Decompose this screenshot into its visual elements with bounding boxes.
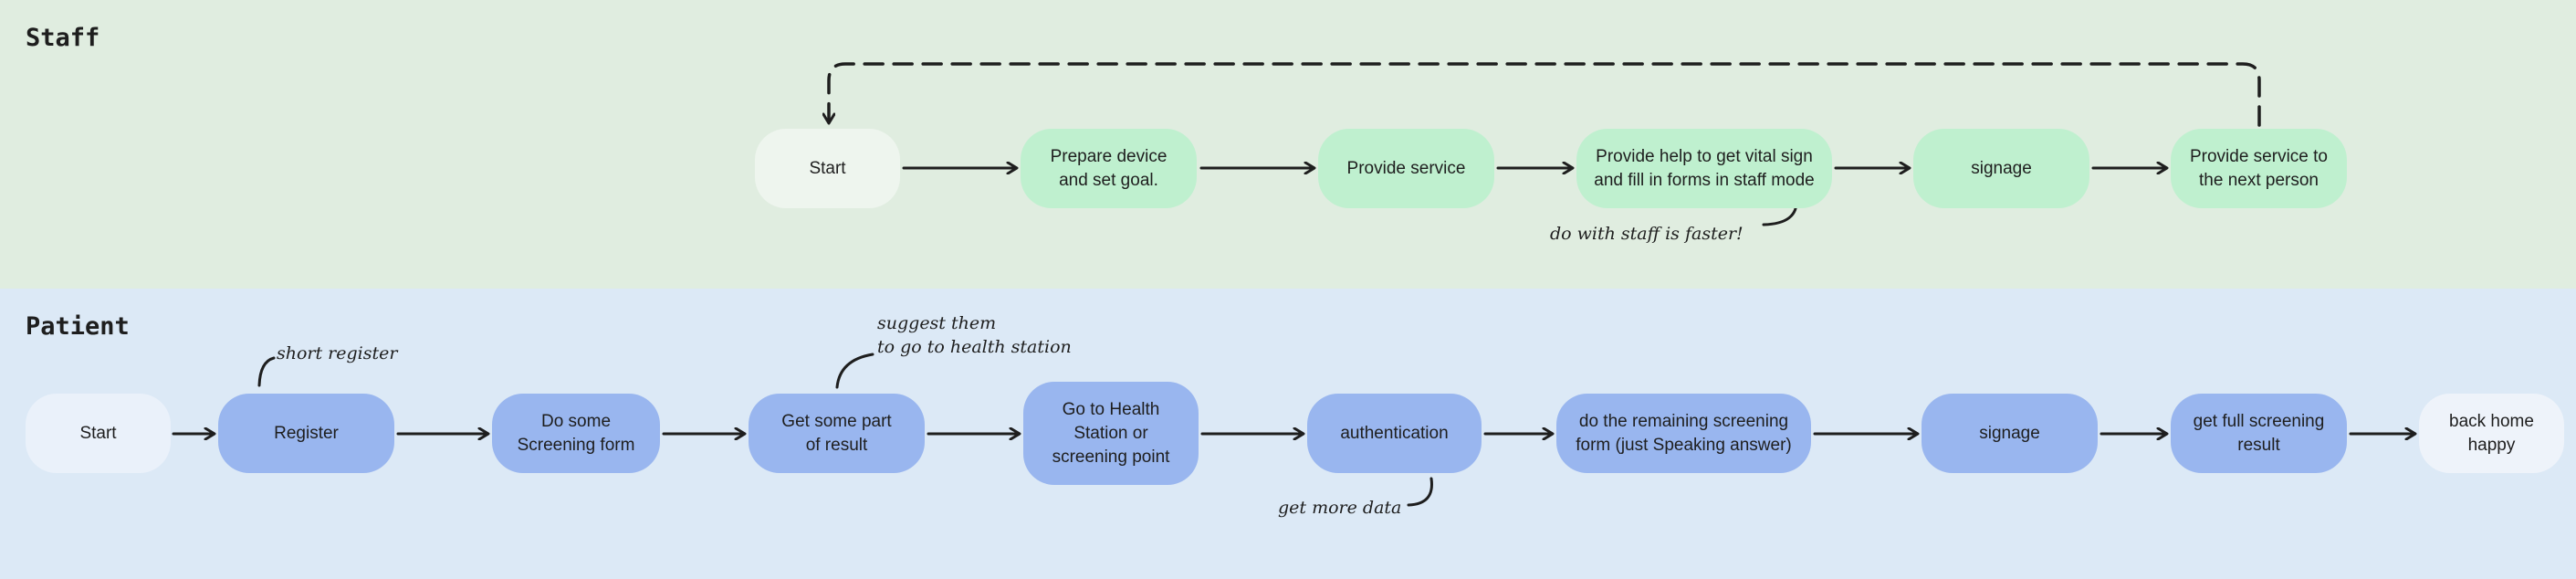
patient-lane-title: Patient — [26, 312, 130, 341]
patient-back-home-node: back home happy — [2419, 394, 2564, 473]
patient-start-node: Start — [26, 394, 171, 473]
patient-signage-node: signage — [1922, 394, 2098, 473]
result-note: suggest them to go to health station — [877, 313, 1072, 357]
staff-loop-arrow — [829, 62, 2261, 127]
staff-note: do with staff is faster! — [1550, 224, 1744, 244]
staff-lane: Staff — [0, 0, 2576, 289]
staff-lane-title: Staff — [26, 24, 100, 52]
patient-screening-form-node: Do some Screening form — [492, 394, 660, 473]
patient-authentication-node: authentication — [1307, 394, 1482, 473]
register-note-connector — [257, 356, 276, 387]
result-note-connector — [835, 353, 874, 389]
staff-provide-service-node: Provide service — [1318, 129, 1494, 208]
patient-register-node: Register — [218, 394, 394, 473]
patient-full-result-node: get full screening result — [2171, 394, 2347, 473]
patient-remaining-screening-node: do the remaining screening form (just Sp… — [1556, 394, 1811, 473]
patient-health-station-node: Go to Health Station or screening point — [1023, 382, 1199, 485]
staff-signage-node: signage — [1913, 129, 2089, 208]
patient-partial-result-node: Get some part of result — [749, 394, 925, 473]
auth-note-connector — [1407, 477, 1433, 507]
register-note: short register — [277, 343, 398, 363]
staff-next-person-node: Provide service to the next person — [2171, 129, 2347, 208]
staff-prepare-device-node: Prepare device and set goal. — [1021, 129, 1197, 208]
staff-start-node: Start — [755, 129, 900, 208]
auth-note: get more data — [1278, 498, 1402, 518]
staff-provide-help-node: Provide help to get vital sign and fill … — [1576, 129, 1832, 208]
